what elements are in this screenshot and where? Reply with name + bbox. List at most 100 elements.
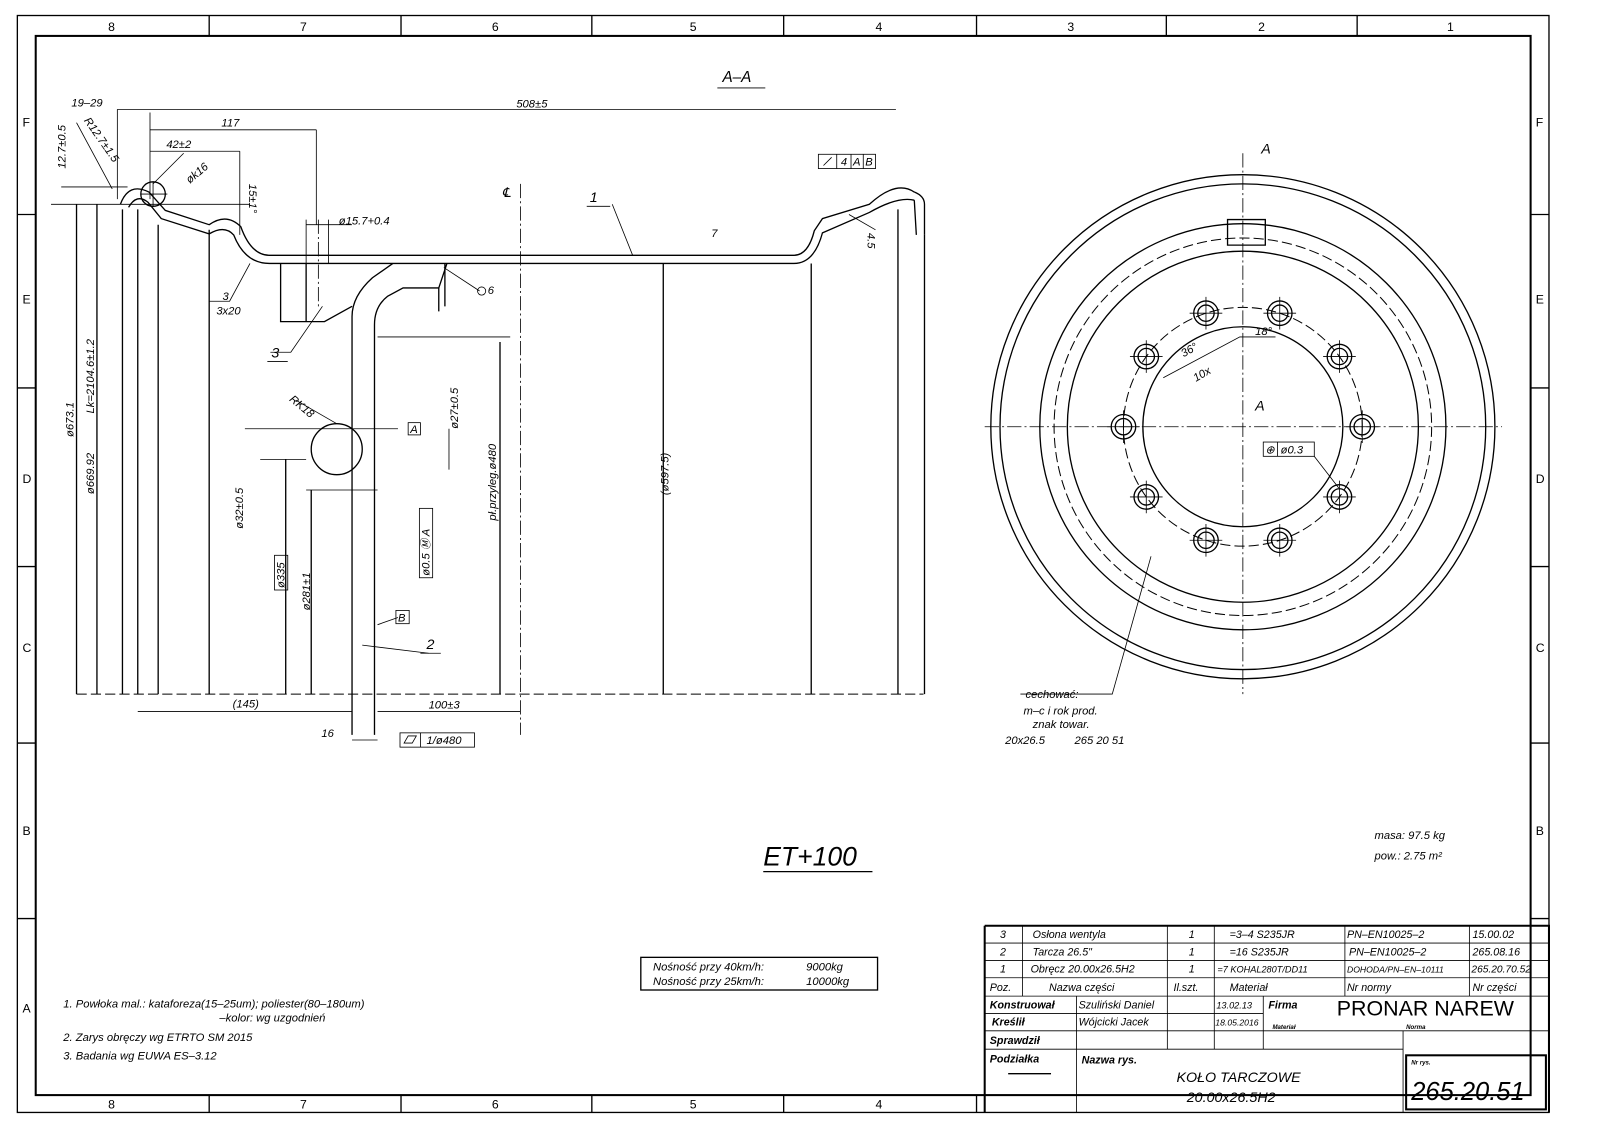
drawing-no-label: Nr rys. xyxy=(1411,1059,1431,1066)
grid-col-label: 7 xyxy=(300,20,307,34)
bolt-holes xyxy=(1107,296,1379,557)
drawing-name-1: KOŁO TARCZOWE xyxy=(1177,1070,1302,1086)
weld-3x20: 3x20 xyxy=(216,305,241,317)
grid-row-label: E xyxy=(22,292,30,306)
runout-datum-a: A xyxy=(852,157,860,169)
dim-lk: Lk=2104.6±1.2 xyxy=(85,338,97,413)
dim-117: 117 xyxy=(221,118,240,130)
parts-row-poz: 2 xyxy=(999,946,1006,958)
dim-508: 508±5 xyxy=(516,98,548,110)
load-40-value: 9000kg xyxy=(806,962,844,974)
marking-line1: m–c i rok prod. xyxy=(1023,705,1097,717)
front-view: A A 36° 10x 18° ⊕ ø0.3 xyxy=(984,141,1503,695)
parts-row-norm: DOHODA/PN–EN–10111 xyxy=(1347,965,1444,975)
dim-335: ø335 xyxy=(276,562,288,588)
section-mark-top: A xyxy=(1260,141,1271,157)
centerline-symbol: ℄ xyxy=(502,185,511,200)
dim-145: (145) xyxy=(233,698,259,710)
company-name: PRONAR NAREW xyxy=(1337,997,1515,1021)
parts-row-norm: PN–EN10025–2 xyxy=(1347,929,1424,941)
dim-100: 100±3 xyxy=(429,699,461,711)
parts-row-name: Obręcz 20.00x26.5H2 xyxy=(1031,964,1135,976)
bolt-hole xyxy=(1129,340,1163,373)
dim-42: 42±2 xyxy=(166,139,192,151)
weld-3: 3 xyxy=(222,291,229,303)
section-mark-center: A xyxy=(1254,398,1265,414)
dim-480: pł.przyleg.ø480 xyxy=(487,443,499,521)
grid-row-label: F xyxy=(1536,116,1543,130)
grid-col-label: 5 xyxy=(690,1097,697,1111)
surface-area: pow.: 2.75 m² xyxy=(1373,850,1443,862)
bolt-hole xyxy=(1189,523,1223,557)
position-tolerance: ø0.5 Ⓜ A xyxy=(420,529,433,576)
bolt-hole xyxy=(1323,340,1356,373)
part-number-2: 2 xyxy=(426,637,435,653)
weld-6: 6 xyxy=(488,285,495,297)
marking-code: 265 20 51 xyxy=(1073,735,1124,747)
grid-row-label: C xyxy=(22,641,31,655)
dim-4-5: 4.5 xyxy=(864,233,876,249)
bolt-hole xyxy=(1263,296,1297,330)
grid-col-label: 4 xyxy=(876,1097,883,1111)
grid-col-label: 1 xyxy=(1447,20,1454,34)
dim-281: ø281±1 xyxy=(301,572,313,610)
parts-row-material: =7 KOHAL280T/DD11 xyxy=(1217,965,1307,975)
drawn-date: 18.05.2016 xyxy=(1215,1018,1259,1028)
grid-col-label: 7 xyxy=(300,1097,307,1111)
drawing-name-label: Nazwa rys. xyxy=(1082,1054,1137,1066)
note-1-cont: –kolor: wg uzgodnień xyxy=(218,1013,325,1025)
header-norm: Nr normy xyxy=(1347,982,1392,994)
marking-title: cechować: xyxy=(1026,689,1079,701)
drawn-by: Wójcicki Jacek xyxy=(1079,1017,1150,1029)
header-poz: Poz. xyxy=(990,982,1011,994)
scale-label: Podziałka xyxy=(990,1053,1039,1065)
dim-k16: øk16 xyxy=(184,160,211,186)
bolt-hole xyxy=(1107,410,1140,444)
flatness-tolerance: 1/ø480 xyxy=(427,735,463,747)
rim-profile xyxy=(119,187,915,256)
datum-b: B xyxy=(398,613,406,625)
parts-row-poz: 3 xyxy=(1000,929,1006,941)
parts-row-material: =16 S235JR xyxy=(1230,946,1289,958)
datum-a: A xyxy=(409,424,417,436)
mass-value: masa: 97.5 kg xyxy=(1374,830,1445,842)
drawing-number: 265.20.51 xyxy=(1410,1078,1524,1106)
parts-row-name: Osłona wentyla xyxy=(1033,929,1106,941)
parts-row-qty: 1 xyxy=(1189,929,1195,941)
title-block: 3 Osłona wentyla 1 =3–4 S235JR PN–EN1002… xyxy=(983,924,1550,1113)
designed-date: 13.02.13 xyxy=(1216,1000,1253,1010)
load-25-value: 10000kg xyxy=(806,976,850,988)
header-part-no: Nr części xyxy=(1472,982,1517,994)
note-2: 2. Zarys obręczy wg ETRTO SM 2015 xyxy=(62,1032,253,1044)
grid-row-label: B xyxy=(22,824,30,838)
marking-size: 20x26.5 xyxy=(1004,735,1046,747)
parts-row-part-no: 265.08.16 xyxy=(1471,946,1520,958)
section-view: A–A ℄ 19–29 508±5 12.7±0.5 R12.7±1.5 117… xyxy=(51,69,926,873)
dim-669: ø669.92 xyxy=(85,452,97,494)
position-tolerance-symbol: ⊕ xyxy=(1265,444,1275,456)
note-3: 3. Badania wg EUWA ES–3.12 xyxy=(63,1050,217,1062)
company-label: Firma xyxy=(1268,999,1297,1011)
dim-15-deg: 15±1° xyxy=(246,184,258,214)
parts-row-name: Tarcza 26.5" xyxy=(1033,946,1094,958)
dim-27: ø27±0.5 xyxy=(449,387,461,429)
radius-12-7: R12.7±1.5 xyxy=(81,115,121,165)
load-capacity-box: Nośność przy 40km/h: 9000kg Nośność przy… xyxy=(640,956,879,991)
grid-labels: 8 7 6 5 4 3 2 1 8 7 6 5 4 F E D C B A F … xyxy=(22,20,1544,1112)
general-notes: 1. Powłoka mal.: kataforeza(15–25um); po… xyxy=(62,998,364,1062)
parts-row-part-no: 265.20.70.52 xyxy=(1470,965,1531,976)
parts-row-norm: PN–EN10025–2 xyxy=(1349,946,1426,958)
grid-col-label: 2 xyxy=(1258,20,1265,34)
grid-row-label: D xyxy=(1536,472,1545,486)
angle-36: 36° xyxy=(1179,341,1200,360)
parts-row-qty: 1 xyxy=(1189,964,1195,976)
offset-label: ET+100 xyxy=(763,842,857,872)
parts-row-poz: 1 xyxy=(1000,964,1006,976)
load-25-label: Nośność przy 25km/h: xyxy=(653,976,764,988)
dim-16: 16 xyxy=(321,728,334,740)
grid-row-label: F xyxy=(22,116,29,130)
grid-row-label: E xyxy=(1536,292,1544,306)
material-label: Materiał xyxy=(1272,1024,1295,1031)
note-1: 1. Powłoka mal.: kataforeza(15–25um); po… xyxy=(63,998,364,1010)
drawing-name-2: 20.00x26.5H2 xyxy=(1186,1090,1276,1106)
